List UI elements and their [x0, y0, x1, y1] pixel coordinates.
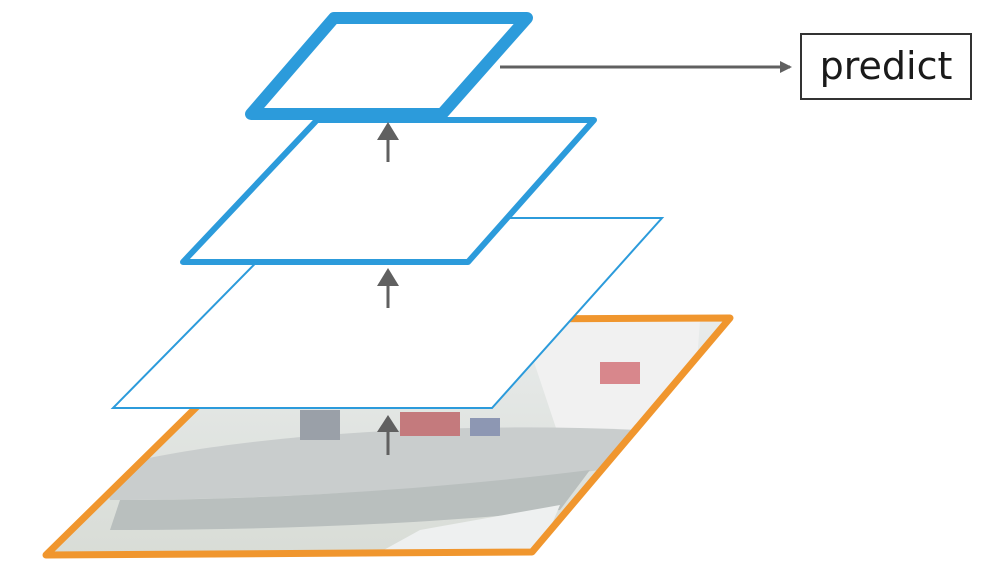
arrow-input-to-thin	[377, 415, 399, 455]
predict-label: predict	[820, 44, 953, 88]
feature-map-medium	[180, 117, 597, 265]
feature-map-thick	[245, 12, 533, 120]
feature-map-thin	[110, 217, 665, 409]
predict-box: predict	[800, 33, 972, 100]
arrow-medium-to-thick	[377, 122, 399, 162]
arrow-thin-to-medium	[377, 268, 399, 308]
